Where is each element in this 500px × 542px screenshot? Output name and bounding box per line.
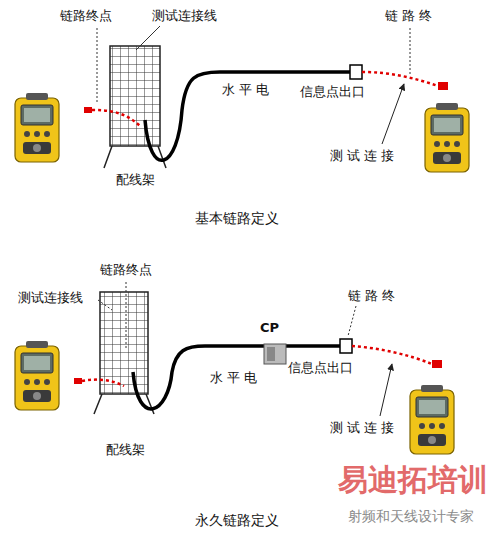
leader-arrow: [380, 364, 392, 416]
outlet: [340, 339, 352, 353]
part-label: 测试连接线: [18, 290, 83, 306]
panel-legs: [94, 394, 154, 414]
plug: [438, 82, 448, 90]
patch-panel: [100, 292, 148, 394]
part-label: 水 平 电: [222, 82, 269, 98]
test-cord-left: [82, 380, 124, 386]
cp-box: [264, 344, 286, 364]
figure-caption: 基本链路定义: [195, 210, 279, 227]
test-cord-left: [92, 110, 140, 126]
plug: [84, 107, 92, 113]
horizontal-cable: [133, 346, 340, 409]
plug: [74, 378, 82, 384]
part-label: 测试连接线: [152, 8, 217, 24]
tester-right: [410, 385, 454, 454]
part-label: CP: [260, 320, 279, 336]
part-label: 水 平 电: [210, 370, 257, 386]
endpoint-label: 链 路 终: [385, 8, 432, 24]
test-cord-right: [362, 72, 438, 86]
leader-line: [97, 28, 98, 104]
leader-line: [126, 282, 127, 350]
watermark: 射频和天线设计专家: [348, 508, 474, 525]
leader-line: [410, 28, 411, 74]
part-label: 信息点出口: [300, 84, 365, 100]
endpoint-label: 链路终点: [60, 8, 112, 24]
leader-arrow: [382, 84, 404, 144]
tester-left: [15, 341, 59, 410]
part-label: 测 试 连 接: [330, 148, 394, 164]
cp-box: [267, 347, 275, 361]
part-label: 配线架: [106, 442, 145, 458]
leader-line: [98, 300, 112, 310]
part-label: 配线架: [116, 172, 155, 188]
leader-line: [136, 26, 160, 50]
basic-link-figure: [15, 26, 469, 172]
tester-left: [15, 93, 59, 162]
plug: [432, 360, 442, 368]
leader-line: [348, 306, 356, 336]
tester-right: [425, 103, 469, 172]
endpoint-label: 链路终点: [100, 262, 152, 278]
permanent-link-figure: [15, 282, 454, 454]
part-label: 测 试 连 接: [330, 420, 394, 436]
watermark: 易迪拓培训: [338, 462, 488, 498]
part-label: 信息点出口: [288, 360, 353, 376]
patch-panel: [110, 46, 160, 146]
outlet: [350, 65, 362, 79]
test-cord-right: [352, 346, 432, 364]
endpoint-label: 链 路 终: [348, 288, 395, 304]
figure-caption: 永久链路定义: [195, 512, 279, 529]
